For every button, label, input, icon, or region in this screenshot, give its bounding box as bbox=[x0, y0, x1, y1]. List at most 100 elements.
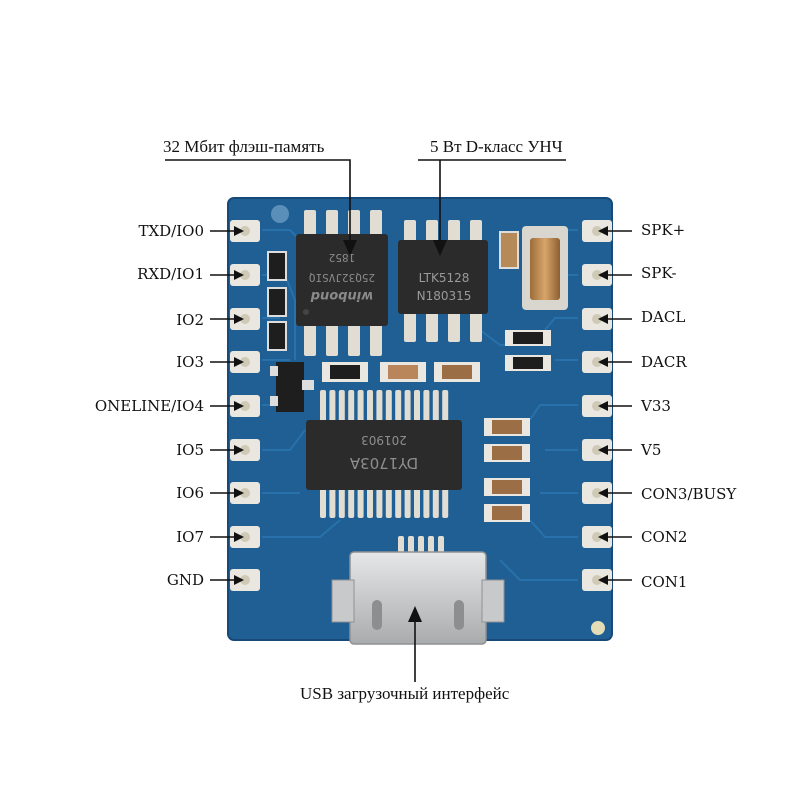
chip-leg bbox=[329, 390, 336, 422]
chip-leg bbox=[404, 390, 411, 422]
chip-leg bbox=[432, 390, 439, 422]
chip-leg bbox=[348, 322, 360, 356]
pin-arrowhead bbox=[598, 532, 608, 542]
pad-hole bbox=[592, 270, 602, 280]
chip-leg bbox=[426, 220, 438, 244]
chip-leg bbox=[370, 322, 382, 356]
pin-arrowhead bbox=[598, 575, 608, 585]
pin-arrowhead bbox=[598, 314, 608, 324]
pin-label-left: TXD/IO0 bbox=[138, 222, 204, 240]
chip-leg bbox=[329, 488, 336, 518]
pin-label-right: CON1 bbox=[641, 573, 688, 591]
pin-arrowhead bbox=[234, 575, 244, 585]
chip-leg bbox=[326, 210, 338, 238]
pin-label-left: RXD/IO1 bbox=[137, 265, 204, 283]
chip-leg bbox=[408, 536, 414, 554]
left-pin-arrows bbox=[210, 226, 244, 585]
chip-leg bbox=[304, 322, 316, 356]
chip-leg bbox=[470, 220, 482, 244]
flash-chip-brand: winbond bbox=[310, 288, 373, 303]
chip-leg bbox=[385, 488, 392, 518]
amp-chip: LTK5128 N180315 bbox=[398, 220, 488, 342]
chip-leg bbox=[304, 210, 316, 238]
pin-label-left: ONELINE/IO4 bbox=[94, 397, 204, 415]
left-resistors bbox=[267, 251, 314, 412]
chip-leg bbox=[448, 312, 460, 342]
callout-arrowheads bbox=[343, 240, 447, 622]
pad-hole bbox=[592, 226, 602, 236]
pin-label-right: V5 bbox=[641, 441, 662, 459]
pin-label-right: DACR bbox=[641, 353, 687, 371]
chip-leg bbox=[370, 210, 382, 238]
pin-arrowhead bbox=[598, 270, 608, 280]
pcb-traces bbox=[262, 229, 578, 581]
chip-leg bbox=[376, 390, 383, 422]
chip-leg bbox=[432, 488, 439, 518]
pin-label-right: DACL bbox=[641, 308, 686, 326]
mcu-chip: 201903 DY1703A bbox=[306, 390, 462, 518]
chip-leg bbox=[326, 322, 338, 356]
chip-leg bbox=[357, 488, 364, 518]
pin-arrowhead bbox=[234, 357, 244, 367]
pin-label-left: IO7 bbox=[176, 528, 204, 546]
right-pads bbox=[582, 220, 612, 591]
chip-leg bbox=[348, 488, 355, 518]
chip-leg bbox=[428, 536, 434, 554]
pin-arrowhead bbox=[234, 270, 244, 280]
pin-label-left: IO6 bbox=[176, 484, 204, 502]
fiducial-mark bbox=[271, 205, 289, 223]
pin-arrowhead bbox=[598, 445, 608, 455]
amp-chip-code: N180315 bbox=[417, 289, 472, 303]
pad-hole bbox=[240, 226, 250, 236]
smd-components bbox=[322, 330, 551, 522]
chip-leg bbox=[367, 488, 373, 518]
amp-chip-part: LTK5128 bbox=[419, 271, 470, 285]
pad-hole bbox=[240, 314, 250, 324]
chip-leg bbox=[320, 488, 326, 518]
chip-leg bbox=[320, 390, 326, 422]
pin-arrowhead bbox=[234, 445, 244, 455]
callout-lines bbox=[165, 159, 566, 682]
mcu-chip-part: DY1703A bbox=[349, 454, 418, 472]
pin-arrowhead bbox=[234, 226, 244, 236]
pin-arrowhead bbox=[234, 401, 244, 411]
pin-label-right: V33 bbox=[641, 397, 671, 415]
chip-leg bbox=[404, 488, 411, 518]
right-pin-arrows bbox=[598, 226, 632, 585]
chip-leg bbox=[423, 390, 430, 422]
pad-hole bbox=[592, 445, 602, 455]
chip-leg bbox=[367, 390, 373, 422]
pad-hole bbox=[240, 488, 250, 498]
pad-hole bbox=[592, 357, 602, 367]
pin-label-right: SPK+ bbox=[641, 221, 686, 239]
mcu-chip-code: 201903 bbox=[361, 433, 407, 447]
callout-usb-interface: USB загрузочный интерфейс bbox=[300, 684, 510, 703]
chip-leg bbox=[395, 488, 402, 518]
pad-hole bbox=[240, 532, 250, 542]
pin-label-left: IO3 bbox=[176, 353, 204, 371]
chip-leg bbox=[348, 390, 355, 422]
chip-leg bbox=[338, 488, 345, 518]
chip-leg bbox=[470, 312, 482, 342]
pad-hole bbox=[592, 314, 602, 324]
pad-hole bbox=[240, 270, 250, 280]
pin-arrowhead bbox=[234, 314, 244, 324]
chip-leg bbox=[395, 390, 402, 422]
flash-chip: winbond 25Q32JVSIQ 1852 bbox=[296, 210, 388, 356]
corner-pad bbox=[591, 621, 605, 635]
chip-leg bbox=[423, 488, 430, 518]
chip-leg bbox=[376, 488, 383, 518]
usb-connector bbox=[331, 536, 505, 645]
pad-hole bbox=[240, 575, 250, 585]
callout-flash-memory: 32 Мбит флэш-память bbox=[163, 137, 325, 156]
chip-leg bbox=[357, 390, 364, 422]
chip-leg bbox=[404, 220, 416, 244]
chip-leg bbox=[448, 220, 460, 244]
pad-hole bbox=[592, 532, 602, 542]
pin-arrowhead bbox=[234, 488, 244, 498]
chip-leg bbox=[398, 536, 404, 554]
pad-hole bbox=[240, 401, 250, 411]
pin-label-left: IO2 bbox=[176, 311, 204, 329]
